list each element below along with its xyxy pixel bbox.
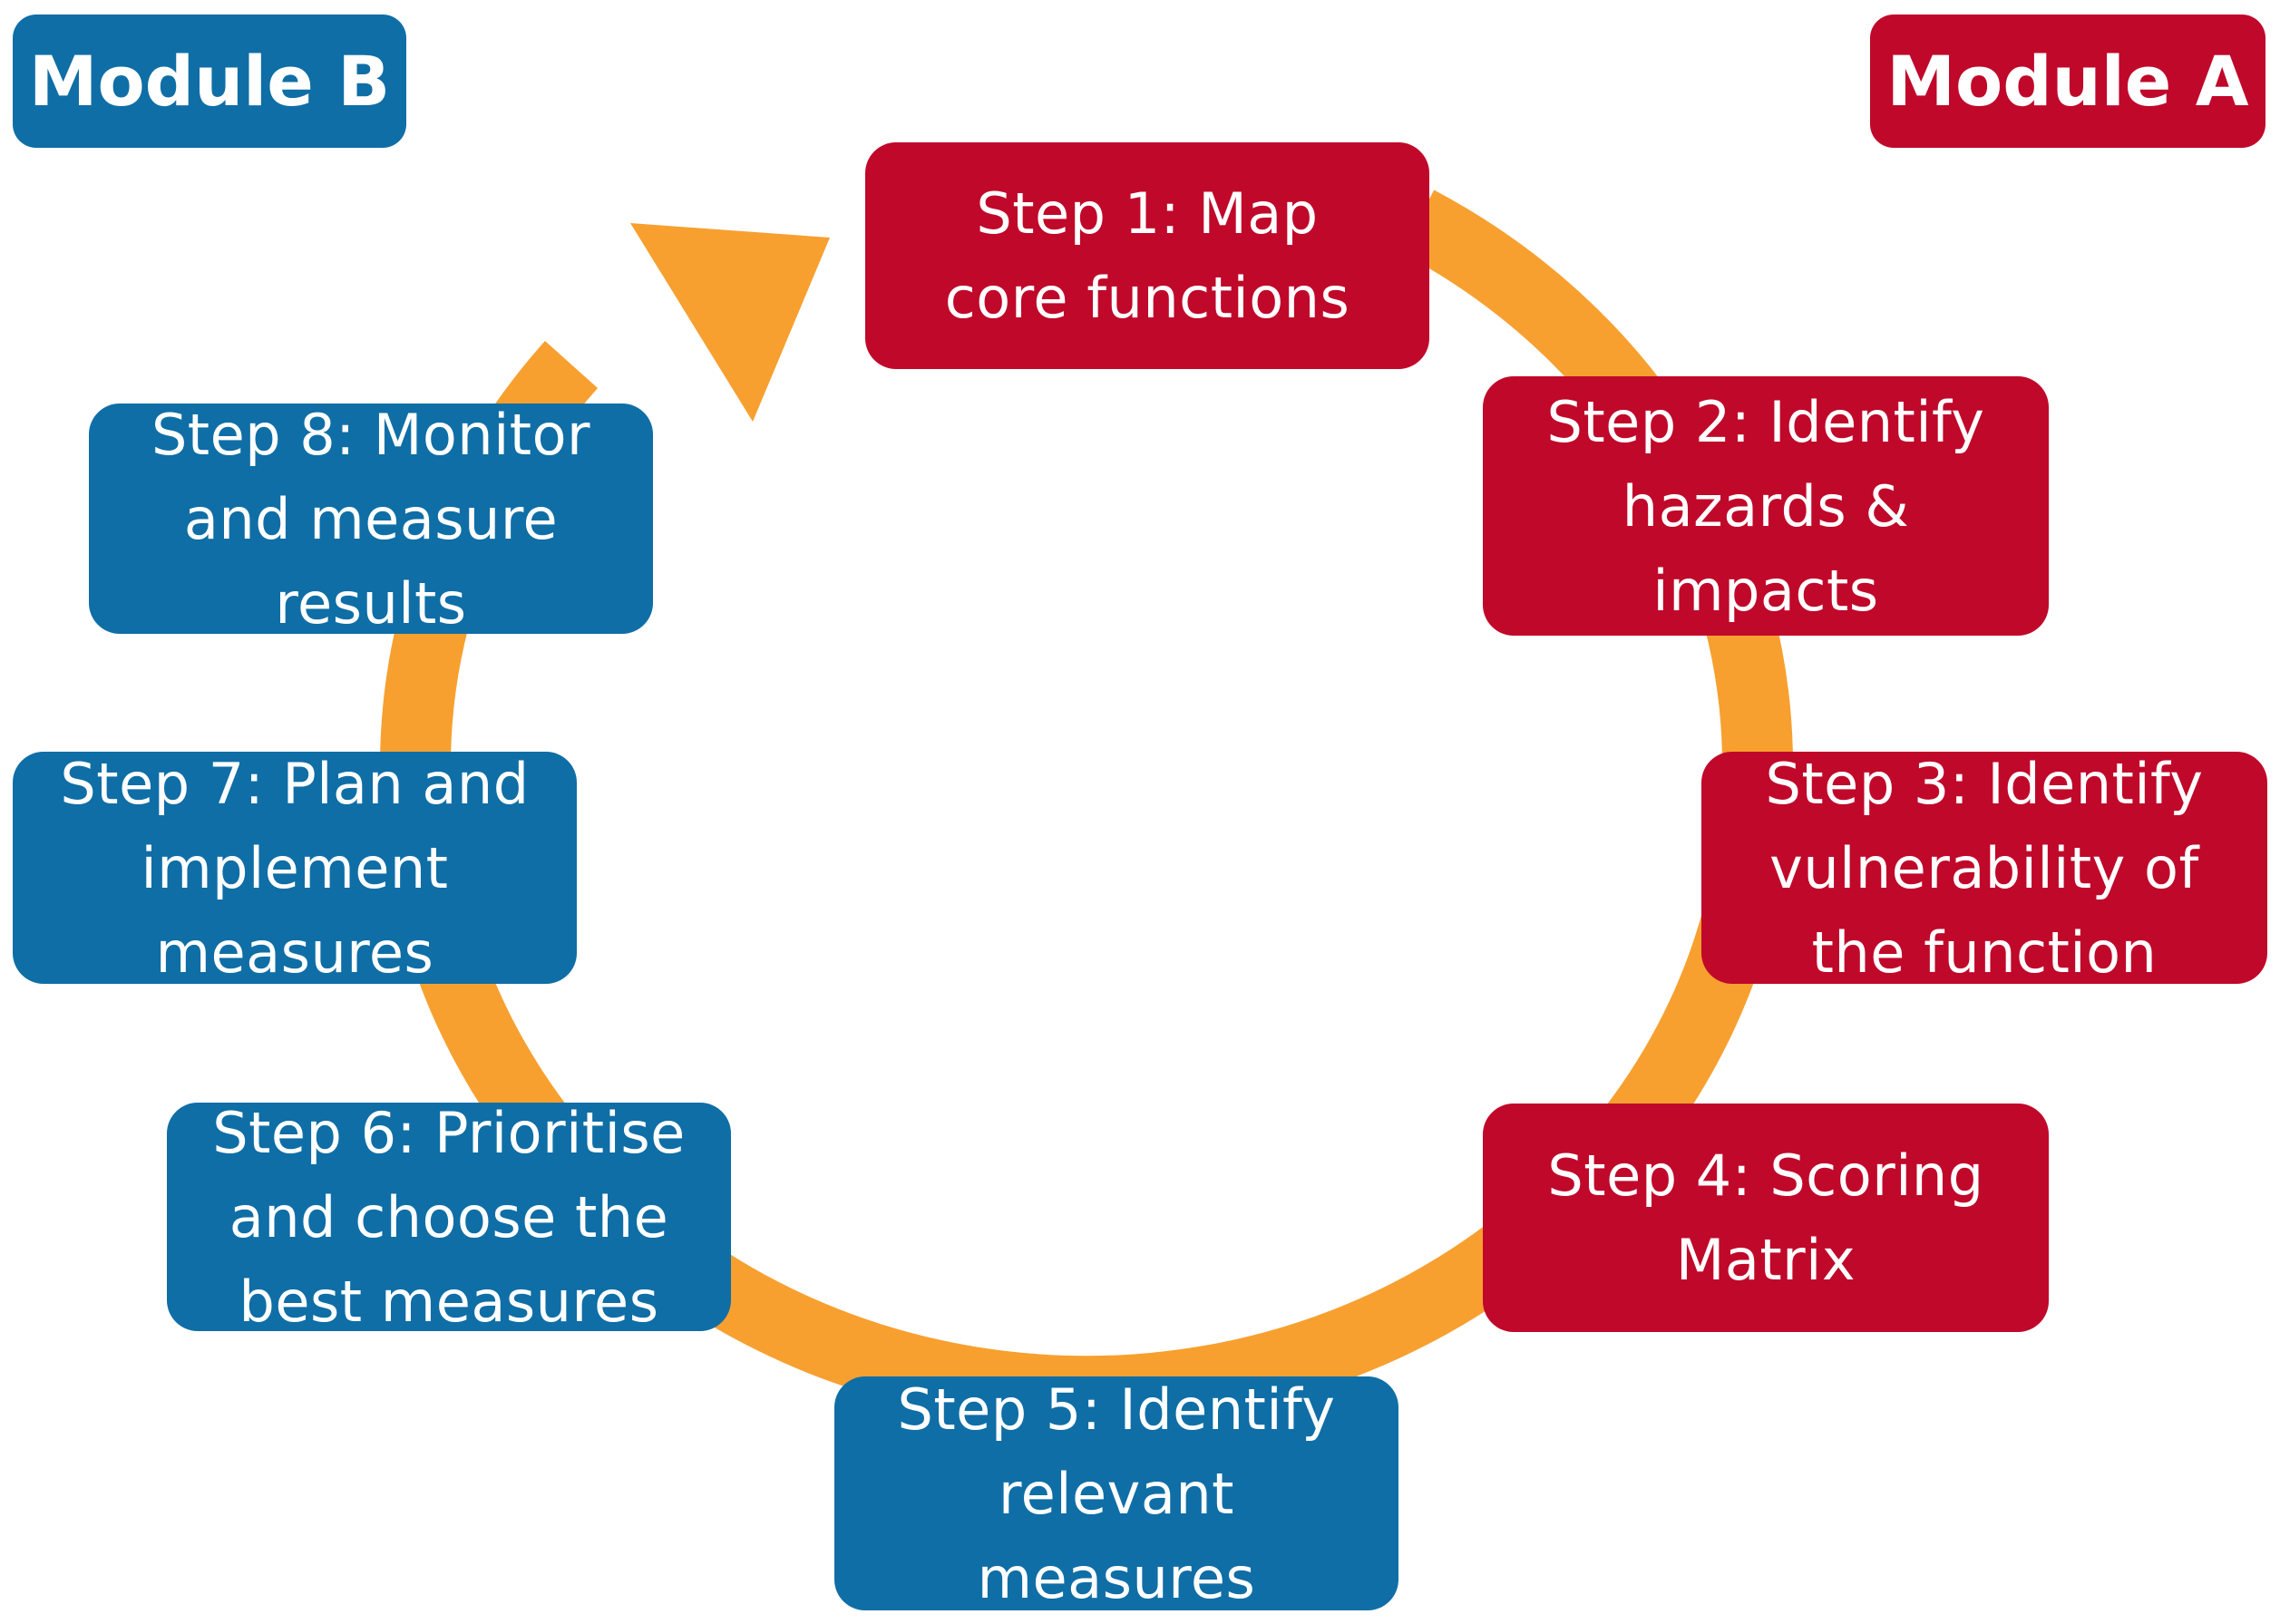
step-8-box: Step 8: Monitor and measure results bbox=[89, 402, 653, 637]
step-4-box: Step 4: Scoring Matrix bbox=[1483, 1104, 2049, 1332]
step-3-box: Step 3: Identify vulnerability of the fu… bbox=[1701, 751, 2267, 986]
module-a-label: Module A bbox=[1870, 15, 2265, 148]
step-5-box: Step 5: Identify relevant measures bbox=[834, 1376, 1398, 1611]
step-7-box: Step 7: Plan and implement measures bbox=[13, 751, 577, 986]
step-6-box: Step 6: Prioritise and choose the best m… bbox=[167, 1100, 731, 1335]
cycle-arrowhead bbox=[630, 223, 830, 422]
module-b-label: Module B bbox=[13, 15, 406, 148]
step-1-box: Step 1: Map core functions bbox=[865, 142, 1429, 369]
step-2-box: Step 2: Identify hazards & impacts bbox=[1483, 376, 2049, 636]
